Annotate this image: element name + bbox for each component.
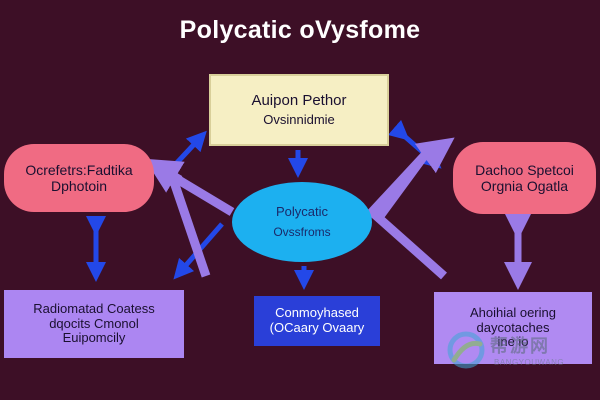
node-right: Dachoo Spetcoi Orgnia Ogatla (453, 142, 596, 214)
node-bottom-center-line2: (OCaary Ovaary (269, 320, 365, 335)
node-bottom-center-line1: Conmoyhased (275, 305, 359, 321)
watermark-cn-text: 帮游网 (490, 336, 550, 356)
node-bottom-right-line1: Ahoihial oering (469, 304, 556, 320)
arrow-right-chevron (367, 151, 447, 280)
node-top-line1: Auipon Pethor (251, 91, 347, 109)
node-right-line2: Orgnia Ogatla (480, 178, 569, 194)
node-bottom-left-line2: dqocits Cmonol (49, 315, 139, 331)
node-left: Ocrefetrs:Fadtika Dphotoin (4, 144, 154, 212)
node-bottom-center: Conmoyhased (OCaary Ovaary (254, 296, 380, 346)
arrow-right-chevron-tip (414, 137, 455, 174)
node-bottom-left-line1: Radiomatad Coatess (33, 300, 155, 316)
node-bottom-right-line3: ine io (497, 334, 529, 350)
node-right-line1: Dachoo Spetcoi (475, 161, 574, 178)
arrow-left-chevron-tip (144, 158, 185, 193)
node-left-line2: Dphotoin (50, 178, 108, 194)
node-bottom-right-line2: daycotaches (476, 319, 550, 335)
node-top-line2: Ovsinnidmie (263, 112, 335, 128)
watermark-logo-icon (447, 331, 485, 369)
node-center-line2: Ovssfroms (273, 224, 331, 239)
node-center-line1: Polycatic (275, 203, 329, 219)
watermark-en-text: BANGYOUWANG (494, 358, 565, 367)
node-left-line1: Ocrefetrs:Fadtika (25, 161, 133, 178)
arrow-top-left-upper (157, 130, 207, 183)
diagram-title: Polycatic oVysfome (179, 16, 421, 44)
node-bottom-left-line3: Euipomcily (62, 330, 126, 346)
node-top: Auipon Pethor Ovsinnidmie (209, 74, 389, 146)
node-bottom-left: Radiomatad Coatess dqocits Cmonol Euipom… (4, 290, 184, 358)
watermark: 帮游网 BANGYOUWANG (446, 330, 576, 374)
node-center: Polycatic Ovssfroms (232, 182, 372, 262)
